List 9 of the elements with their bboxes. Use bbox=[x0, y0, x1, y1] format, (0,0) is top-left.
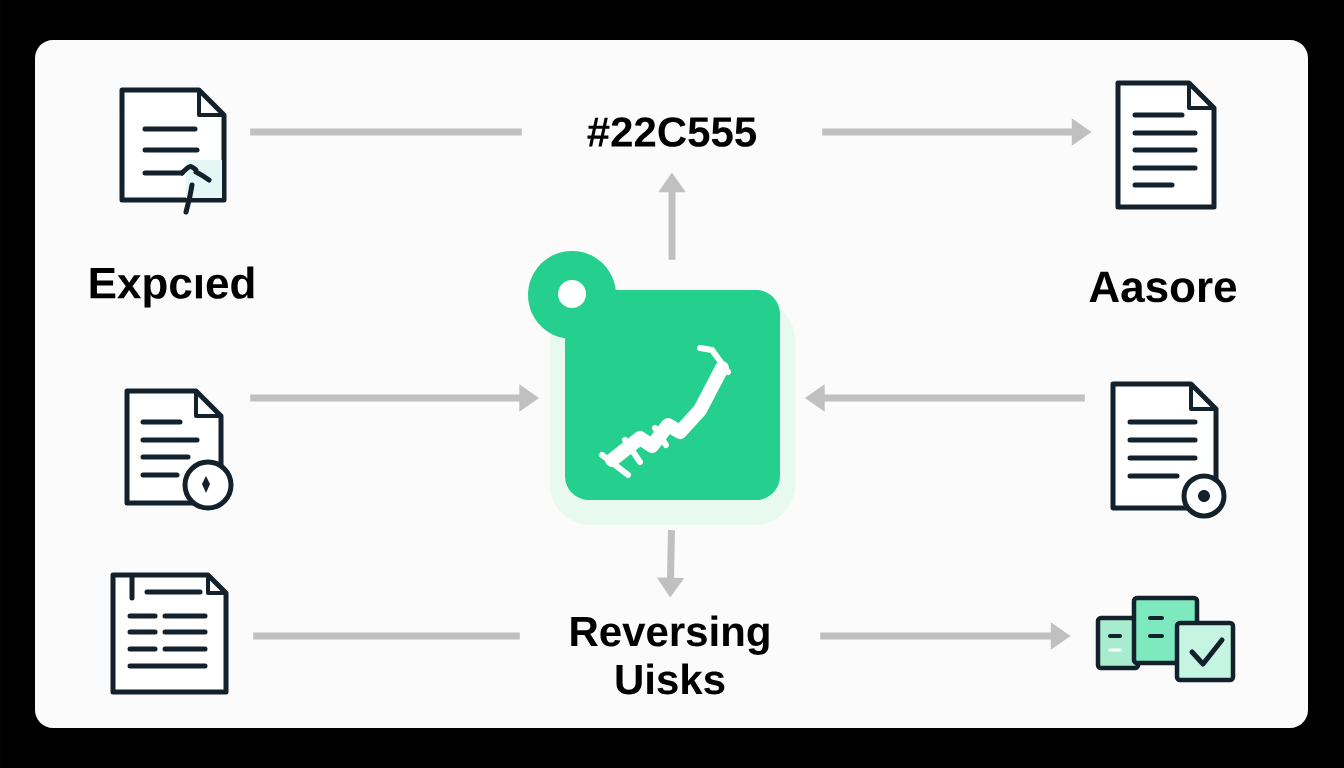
step-label: Reversing Uisks bbox=[571, 615, 769, 695]
heading-text: #22C555 bbox=[587, 117, 757, 147]
icon-caption: Expcıed bbox=[90, 266, 254, 308]
cards-icon bbox=[1095, 595, 1236, 683]
document-icon bbox=[110, 572, 229, 695]
document-icon bbox=[1110, 381, 1227, 519]
icon-caption: Aasore bbox=[1089, 271, 1237, 303]
tag-icon bbox=[528, 251, 795, 525]
document-icon bbox=[124, 388, 234, 511]
